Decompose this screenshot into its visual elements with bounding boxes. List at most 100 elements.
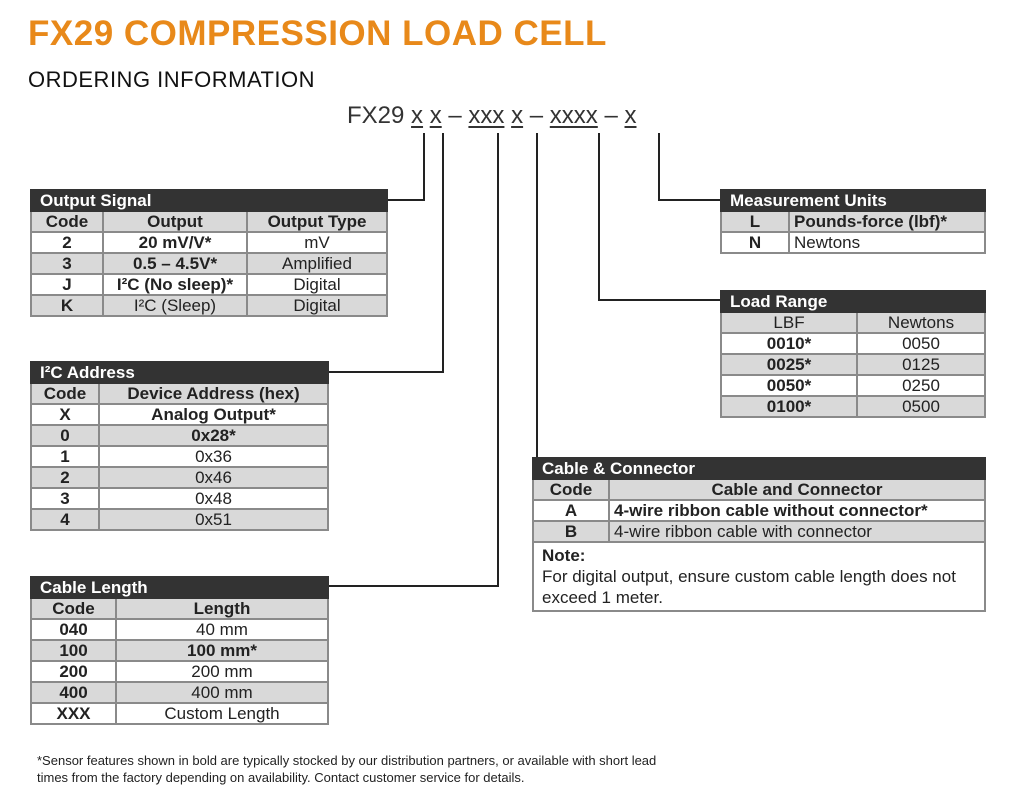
cell: 0x51 (98, 508, 329, 531)
pn-prefix: FX29 (347, 102, 405, 129)
table-title: Cable & Connector (532, 457, 986, 480)
cell: 0x36 (98, 445, 329, 468)
col-header: Length (115, 597, 329, 620)
cell: 20 mV/V* (102, 231, 248, 254)
cell: 0050 (856, 332, 986, 355)
table-row: 0010*0050 (720, 332, 986, 355)
cell: 0025* (720, 353, 858, 376)
col-header: LBF (720, 311, 858, 334)
footnote-line: *Sensor features shown in bold are typic… (37, 753, 657, 768)
note-text: For digital output, ensure custom cable … (542, 567, 956, 607)
pn-dash: – (448, 102, 462, 129)
col-header: Output Type (246, 210, 388, 233)
cell: 0500 (856, 395, 986, 418)
table-title: Load Range (720, 290, 986, 313)
cell: 3 (30, 252, 104, 275)
cell: Analog Output* (98, 403, 329, 426)
cell: Digital (246, 294, 388, 317)
cell: K (30, 294, 104, 317)
cell: Pounds-force (lbf)* (788, 210, 986, 233)
section-subtitle: ORDERING INFORMATION (28, 67, 316, 92)
pn-output-signal: x (411, 102, 424, 129)
cell: 0250 (856, 374, 986, 397)
cell: 100 mm* (115, 639, 329, 662)
cell: 1 (30, 445, 100, 468)
cell: J (30, 273, 104, 296)
part-number-template: FX29 x x – xxx x – xxxx – x (347, 102, 637, 130)
pn-i2c-address: x (429, 102, 442, 129)
cell: Custom Length (115, 702, 329, 725)
col-header: Code (30, 597, 117, 620)
cell: 0050* (720, 374, 858, 397)
col-header: Code (532, 478, 610, 501)
cell: 0125 (856, 353, 986, 376)
table-title: Cable Length (30, 576, 329, 599)
table-title: Measurement Units (720, 189, 986, 212)
cell: 0100* (720, 395, 858, 418)
col-header: Newtons (856, 311, 986, 334)
cell: A (532, 499, 610, 522)
pn-load-range: xxxx (549, 102, 598, 129)
footnote-line: times from the factory depending on avai… (37, 770, 525, 785)
cell: I²C (Sleep) (102, 294, 248, 317)
cell: 0010* (720, 332, 858, 355)
note-cell: Note: For digital output, ensure custom c… (532, 541, 986, 612)
page-title: FX29 COMPRESSION LOAD CELL (28, 14, 607, 53)
col-header: Code (30, 210, 104, 233)
cell: Digital (246, 273, 388, 296)
cell: 400 mm (115, 681, 329, 704)
cell: 0.5 – 4.5V* (102, 252, 248, 275)
cell: X (30, 403, 100, 426)
cell: 4-wire ribbon cable without connector* (608, 499, 986, 522)
pn-cable-length: xxx (468, 102, 505, 129)
note-label: Note: (542, 546, 586, 565)
pn-dash: – (604, 102, 618, 129)
cell: 200 mm (115, 660, 329, 683)
pn-cable-connector: x (511, 102, 524, 129)
cell: I²C (No sleep)* (102, 273, 248, 296)
col-header: Output (102, 210, 248, 233)
col-header: Device Address (hex) (98, 382, 329, 405)
cell: 3 (30, 487, 100, 510)
table-row: 0100*0500 (720, 395, 986, 418)
cell: 0x28* (98, 424, 329, 447)
cell: XXX (30, 702, 117, 725)
cell: L (720, 210, 790, 233)
cell: mV (246, 231, 388, 254)
col-header: Cable and Connector (608, 478, 986, 501)
cell: 0x48 (98, 487, 329, 510)
footnote: *Sensor features shown in bold are typic… (37, 752, 656, 786)
cell: B (532, 520, 610, 543)
pn-units: x (624, 102, 637, 129)
cell: 2 (30, 231, 104, 254)
cell: 0x46 (98, 466, 329, 489)
cell: 40 mm (115, 618, 329, 641)
cell: 4-wire ribbon cable with connector (608, 520, 986, 543)
cell: 4 (30, 508, 100, 531)
cell: 400 (30, 681, 117, 704)
cell: 2 (30, 466, 100, 489)
